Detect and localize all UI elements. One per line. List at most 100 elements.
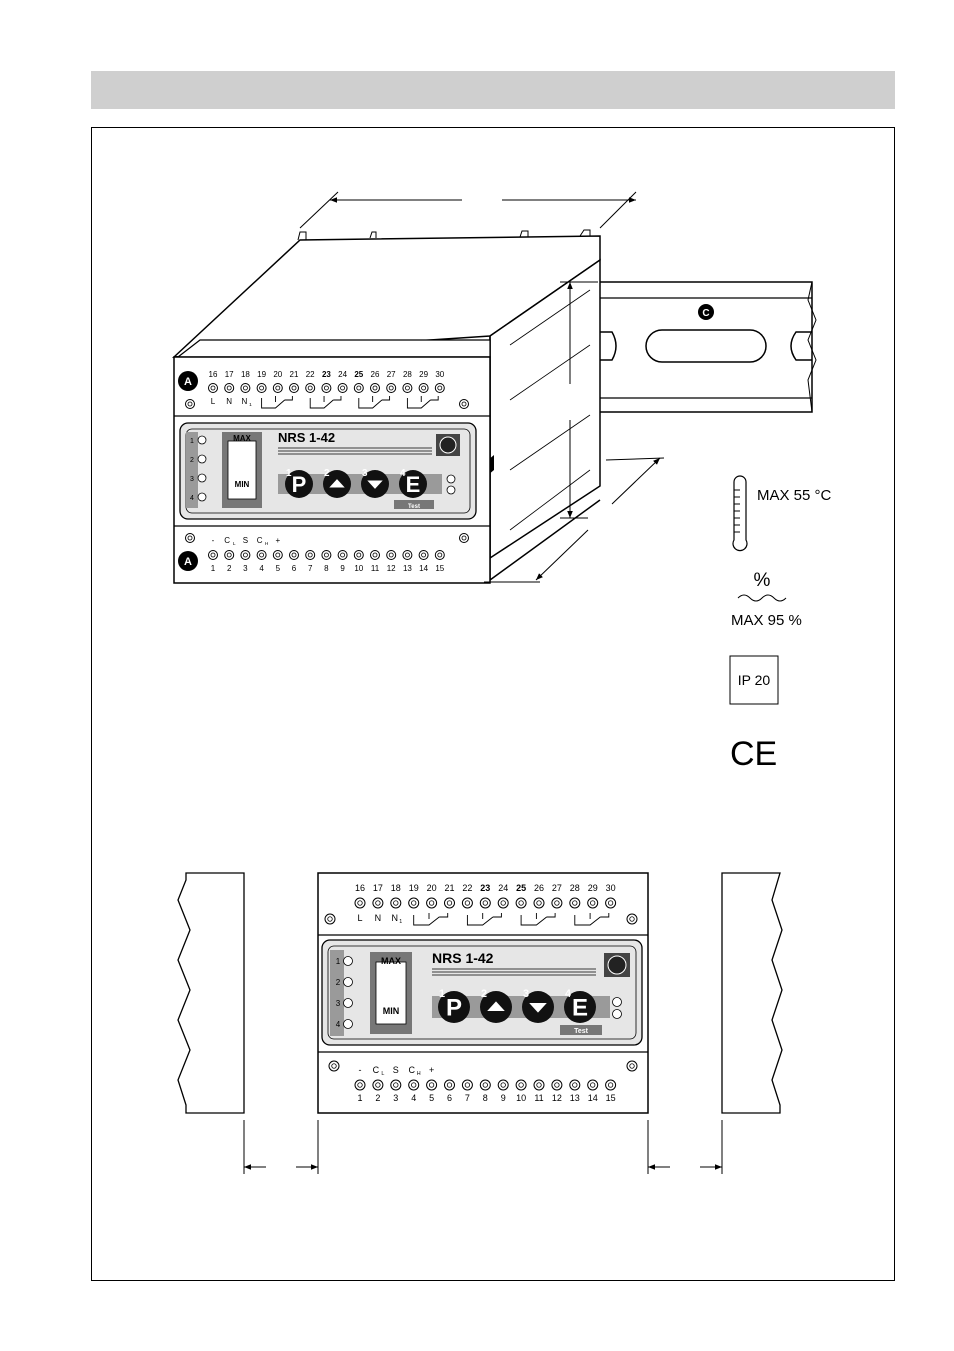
- terminal-number-top: 24: [498, 883, 508, 893]
- terminal-number-top: 21: [290, 370, 299, 379]
- terminal-screw-bottom: [587, 1079, 599, 1091]
- terminal-screw-top: [444, 897, 455, 909]
- terminal-number-top: 25: [516, 883, 526, 893]
- housing-screw: [626, 913, 638, 925]
- up-arrow-icon: [329, 479, 345, 488]
- terminal-screw-top: [321, 383, 332, 393]
- terminal-number-top: 20: [427, 883, 437, 893]
- terminal-number-top: 18: [391, 883, 401, 893]
- level-max-label-front: MAX: [381, 956, 401, 966]
- terminal-number-bottom: 13: [403, 564, 412, 573]
- terminal-screw-bottom: [305, 550, 316, 560]
- terminal-screw-top: [497, 897, 509, 909]
- terminal-screw-bottom: [426, 1079, 438, 1091]
- led-indicator: [343, 1019, 353, 1029]
- housing-screw: [626, 1060, 638, 1072]
- terminal-number-bottom: 4: [411, 1093, 416, 1103]
- terminal-number-bottom: 11: [371, 564, 380, 573]
- terminal-callout-bottom-label: A: [184, 556, 192, 568]
- button-letter: E: [406, 472, 421, 497]
- terminal-number-bottom: 5: [429, 1093, 434, 1103]
- terminal-symbol-bottom: H: [417, 1071, 421, 1077]
- terminal-number-top: 19: [257, 370, 266, 379]
- terminal-number-top: 28: [570, 883, 580, 893]
- terminal-number-bottom: 12: [552, 1093, 562, 1103]
- terminal-screw-top: [208, 383, 218, 393]
- housing-screw: [328, 1060, 340, 1072]
- test-label-3d: Test: [408, 504, 420, 510]
- terminal-number-bottom: 4: [259, 564, 264, 573]
- button-letter: P: [446, 995, 462, 1022]
- terminal-number-top: 30: [435, 370, 444, 379]
- terminal-number-bottom: 12: [387, 564, 396, 573]
- figure-frame: [91, 127, 895, 1281]
- terminal-screw-bottom: [208, 550, 218, 560]
- relay-contact-icon: [261, 396, 293, 409]
- housing-vents: [176, 339, 491, 358]
- led-number: 4: [190, 495, 194, 502]
- terminal-screw-top: [337, 383, 348, 393]
- terminal-number-bottom: 10: [354, 564, 363, 573]
- button-number: 1: [286, 468, 292, 479]
- housing-screw: [185, 533, 195, 543]
- terminal-symbol-bottom: C: [408, 1065, 415, 1075]
- terminal-number-bottom: 15: [435, 564, 444, 573]
- terminal-number-top: 30: [606, 883, 616, 893]
- terminal-symbol-bottom: C: [224, 536, 230, 545]
- terminal-number-top: 25: [354, 370, 363, 379]
- led-indicator: [197, 473, 207, 483]
- terminal-symbol-bottom: S: [393, 1065, 399, 1075]
- terminal-screw-bottom: [321, 550, 332, 560]
- led-indicator: [343, 998, 353, 1008]
- terminal-number-top: 29: [419, 370, 428, 379]
- terminal-screw-top: [390, 897, 402, 909]
- terminal-screw-top: [408, 897, 420, 909]
- terminal-number-bottom: 6: [447, 1093, 452, 1103]
- terminal-number-top: 16: [209, 370, 218, 379]
- terminal-callout-bottom: [178, 551, 198, 571]
- terminal-number-top: 29: [588, 883, 598, 893]
- terminal-callout-top-label: A: [184, 376, 192, 388]
- humidity-wave-icon: [737, 594, 787, 602]
- humidity-icon: %: [754, 570, 771, 591]
- terminal-screw-top: [305, 383, 316, 393]
- relay-contact-icon: [309, 396, 342, 409]
- housing-screw: [185, 399, 195, 409]
- terminal-number-top: 16: [355, 883, 365, 893]
- terminal-number-top: 23: [480, 883, 490, 893]
- level-max-label-3d: MAX: [233, 434, 251, 443]
- terminal-screw-bottom: [224, 550, 235, 560]
- down-arrow-icon: [367, 480, 383, 489]
- terminal-number-top: 26: [371, 370, 380, 379]
- terminal-screw-bottom: [461, 1079, 473, 1091]
- terminal-screw-top: [605, 897, 617, 909]
- button-number: 1: [439, 988, 445, 1000]
- terminal-number-top: 17: [373, 883, 383, 893]
- din-rail: C: [598, 281, 817, 413]
- terminal-screw-top: [272, 383, 283, 393]
- terminal-screw-top: [353, 383, 364, 393]
- led-number: 3: [190, 476, 194, 483]
- relay-contact-icon: [413, 913, 449, 926]
- terminal-symbol-top: N: [242, 397, 248, 406]
- housing-screw: [324, 913, 336, 925]
- rail-callout-circle: [698, 304, 714, 320]
- terminal-number-top: 22: [306, 370, 315, 379]
- terminal-symbol-top: L: [357, 913, 362, 923]
- terminal-symbol-top: 1: [399, 919, 402, 925]
- terminal-screw-top: [224, 383, 235, 393]
- terminal-number-bottom: 3: [243, 564, 248, 573]
- terminal-number-bottom: 14: [588, 1093, 598, 1103]
- terminal-number-bottom: 2: [375, 1093, 380, 1103]
- terminal-screw-bottom: [515, 1079, 527, 1091]
- terminal-number-bottom: 1: [211, 564, 216, 573]
- button-number: 2: [324, 468, 330, 479]
- terminal-screw-bottom: [434, 550, 445, 560]
- control-button-1: [438, 991, 470, 1023]
- terminal-screw-bottom: [372, 1079, 384, 1091]
- terminal-screw-top: [515, 897, 527, 909]
- neighbour-left: [177, 872, 245, 1114]
- terminal-number-bottom: 10: [516, 1093, 526, 1103]
